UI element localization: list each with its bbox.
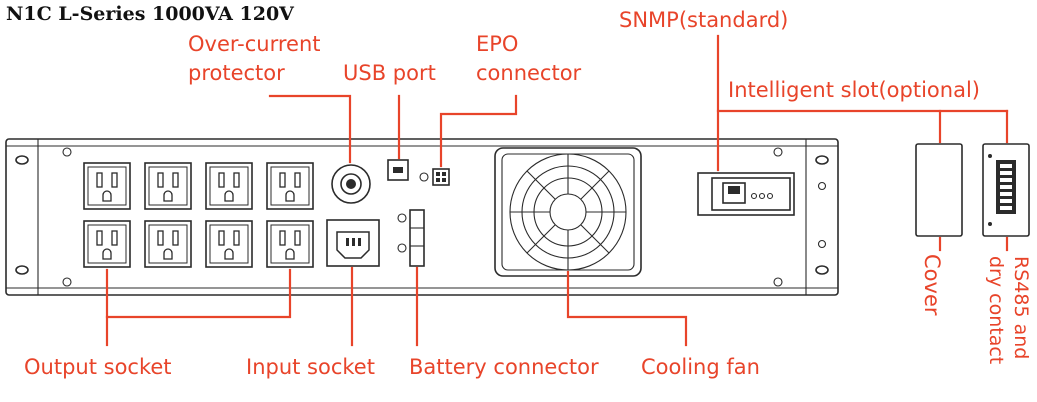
mounting-hole-icon <box>815 155 829 165</box>
epo-connector <box>419 168 450 186</box>
leader-lines <box>105 34 1009 347</box>
input-socket <box>326 219 380 267</box>
output-socket-bracket <box>105 268 292 319</box>
cover-label: Cover <box>920 254 944 316</box>
mounting-hole-icon <box>15 155 29 165</box>
battery-connector <box>397 209 425 267</box>
epo-leader <box>439 94 518 168</box>
rs485-label: RS485 and <box>1010 256 1032 359</box>
over-current-protector <box>331 164 371 204</box>
diagram-title: N1C L-Series 1000VA 120V <box>6 3 295 25</box>
outlet-icon <box>144 220 192 268</box>
snmp-card <box>697 172 795 216</box>
labels: Over-current protector USB port EPO conn… <box>24 8 1032 379</box>
epo-label: EPO <box>476 32 518 56</box>
screw-icon <box>773 277 783 287</box>
outlet-icon <box>83 162 131 210</box>
rs485-dry-contact-card <box>982 143 1030 237</box>
mounting-hole-icon <box>815 265 829 275</box>
ups-chassis <box>5 138 839 296</box>
dry-contact-label: dry contact <box>985 256 1007 364</box>
output-socket-label: Output socket <box>24 355 172 379</box>
usb-port-label: USB port <box>343 61 436 85</box>
screw-icon <box>817 181 827 191</box>
over-current-label-line2: protector <box>188 61 285 85</box>
battery-connector-label: Battery connector <box>409 355 599 379</box>
outlet-icon <box>205 220 253 268</box>
outlet-icon <box>205 162 253 210</box>
mounting-holes <box>15 147 829 287</box>
screw-icon <box>773 147 783 157</box>
usb-port <box>387 159 409 181</box>
fan-icon <box>509 153 627 271</box>
cooling-fan <box>494 147 642 277</box>
iec-inlet-icon <box>336 231 370 259</box>
slot-cover <box>915 143 963 237</box>
snmp-label: SNMP(standard) <box>619 8 788 32</box>
network-port-icon <box>722 182 746 204</box>
usb-icon <box>393 167 403 173</box>
outlet-icon <box>83 220 131 268</box>
intelligent-slot-label: Intelligent slot(optional) <box>728 78 980 102</box>
cooling-fan-leader <box>566 270 688 347</box>
input-socket-label: Input socket <box>246 355 375 379</box>
over-current-leader <box>268 94 352 164</box>
over-current-label: Over-current <box>188 32 321 56</box>
epo-label-line2: connector <box>476 61 582 85</box>
outlet-icon <box>266 220 314 268</box>
screw-icon <box>62 277 72 287</box>
outlet-icon <box>144 162 192 210</box>
screw-icon <box>62 147 72 157</box>
mounting-hole-icon <box>15 265 29 275</box>
outlet-icon <box>266 162 314 210</box>
output-socket-group <box>83 162 314 268</box>
cooling-fan-label: Cooling fan <box>641 355 760 379</box>
breaker-icon <box>346 179 356 189</box>
screw-icon <box>817 239 827 249</box>
